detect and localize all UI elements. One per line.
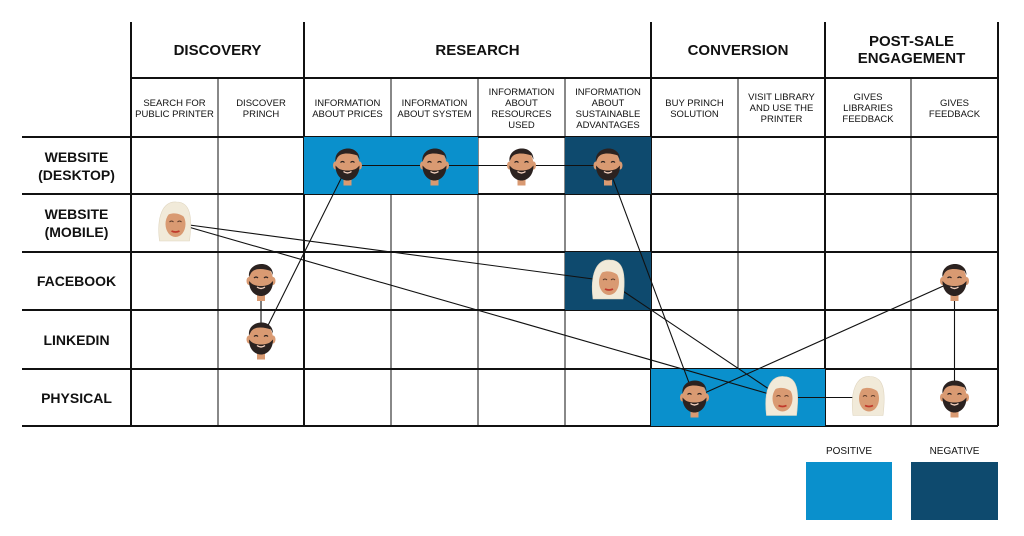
phase-title: RESEARCH xyxy=(435,41,520,59)
step-title: BUY PRINCH SOLUTION xyxy=(665,97,724,120)
channel-title: LINKEDIN xyxy=(43,331,110,348)
phase-title: POST-SALE ENGAGEMENT xyxy=(857,33,966,67)
blonde-woman-avatar xyxy=(851,376,885,416)
blonde-woman-avatar xyxy=(591,259,625,300)
legend-negative-swatch xyxy=(911,462,998,520)
bearded-man-avatar xyxy=(333,148,362,186)
step-title: INFORMATION ABOUT RESOURCES USED xyxy=(488,86,555,131)
bearded-man-avatar xyxy=(246,263,276,301)
journey-line-blonde-woman-b xyxy=(174,222,782,399)
step-title: INFORMATION ABOUT PRICES xyxy=(312,97,383,120)
phase-title: CONVERSION xyxy=(687,41,789,59)
step-title: DISCOVER PRINCH xyxy=(236,97,286,120)
bearded-man-avatar xyxy=(420,148,449,186)
bearded-man-avatar xyxy=(593,148,623,186)
step-title: GIVES LIBRARIES FEEDBACK xyxy=(842,92,894,125)
legend-positive-swatch xyxy=(806,462,892,520)
channel-title: FACEBOOK xyxy=(36,273,117,289)
step-title: INFORMATION ABOUT SYSTEM xyxy=(397,97,472,120)
bearded-man-avatar xyxy=(246,322,276,360)
legend-positive-label: POSITIVE xyxy=(825,446,873,457)
step-title: GIVES FEEDBACK xyxy=(928,97,981,120)
channel-title: WEBSITE (MOBILE) xyxy=(44,206,109,240)
step-title: INFORMATION ABOUT SUSTAINABLE ADVANTAGES xyxy=(575,86,641,131)
phase-title: DISCOVERY xyxy=(173,41,262,59)
bearded-man-avatar xyxy=(940,263,969,301)
step-title: SEARCH FOR PUBLIC PRINTER xyxy=(135,97,214,120)
channel-title: PHYSICAL xyxy=(41,389,112,406)
journey-line-blonde-woman-a xyxy=(174,222,868,399)
channel-title: WEBSITE (DESKTOP) xyxy=(38,148,115,183)
step-title: VISIT LIBRARY AND USE THE PRINTER xyxy=(748,92,815,125)
blonde-woman-avatar xyxy=(158,201,192,242)
bearded-man-avatar xyxy=(680,380,709,418)
legend-negative-label: NEGATIVE xyxy=(929,446,980,457)
blonde-woman-avatar xyxy=(765,376,799,416)
bearded-man-avatar xyxy=(507,148,536,186)
bearded-man-avatar xyxy=(940,380,969,418)
